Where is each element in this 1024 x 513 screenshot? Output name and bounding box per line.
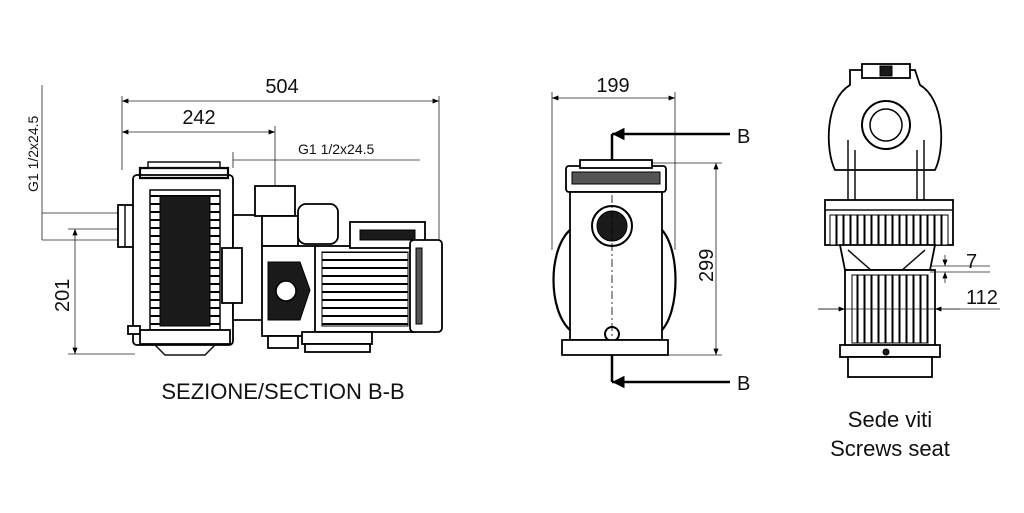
dimension-total-length: 504 xyxy=(121,76,440,240)
dim-outlet-thread-label: G1 1/2x24.5 xyxy=(298,141,374,157)
pump-side-section xyxy=(117,161,443,356)
dimension-front-width: 199 xyxy=(551,75,676,250)
dim-199-label: 199 xyxy=(596,75,629,97)
dimension-inlet-thread: G1 1/2x24.5 xyxy=(25,85,120,241)
detail-view: 7 112 Sede viti Screws seat xyxy=(818,63,1000,461)
dimension-inlet-outlet: 242 xyxy=(122,107,276,185)
dimension-detail-small: 7 xyxy=(930,251,990,283)
dimension-outlet-thread: G1 1/2x24.5 xyxy=(232,141,420,168)
section-letter-top: B xyxy=(737,126,750,148)
detail-caption-italian: Sede viti xyxy=(848,407,932,432)
dim-201-label: 201 xyxy=(52,279,74,312)
section-caption: SEZIONE/SECTION B-B xyxy=(161,379,404,404)
dim-inlet-thread-label: G1 1/2x24.5 xyxy=(25,116,41,192)
pump-front-outline xyxy=(552,159,677,356)
detail-caption-english: Screws seat xyxy=(830,436,950,461)
dim-242-label: 242 xyxy=(182,107,215,129)
front-view: 199 299 B B xyxy=(551,75,750,395)
section-letter-bottom: B xyxy=(737,373,750,395)
side-view: 504 242 G1 1/2x24.5 G1 1/2x24.5 201 xyxy=(25,76,443,404)
dimension-detail-width: 112 xyxy=(818,287,1000,312)
dim-299-label: 299 xyxy=(696,249,718,282)
pump-detail-outline xyxy=(824,63,954,378)
dim-112-label: 112 xyxy=(966,287,998,309)
dimension-front-height: 299 xyxy=(650,162,722,356)
dim-504-label: 504 xyxy=(265,76,298,98)
dim-7-label: 7 xyxy=(966,251,977,273)
